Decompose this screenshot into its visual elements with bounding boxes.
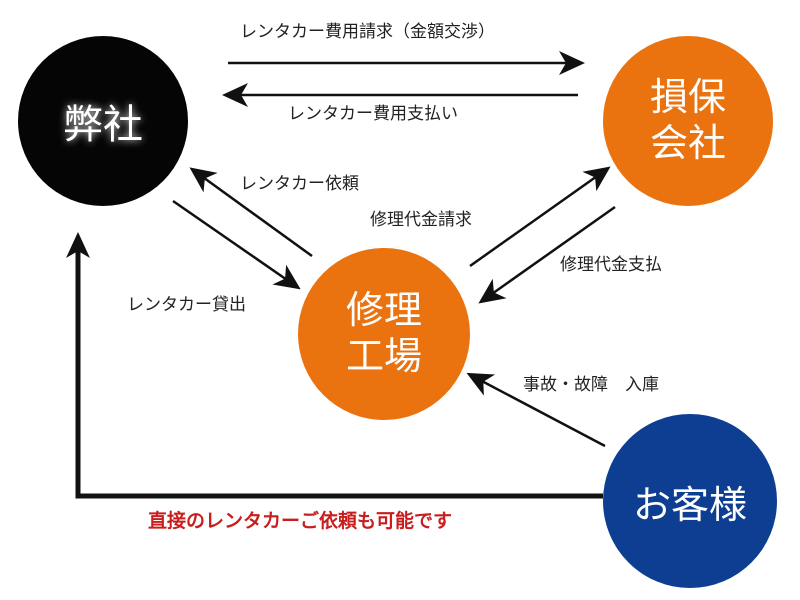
insurance-node: 損保 会社 (603, 36, 773, 206)
arrow-rental-request (189, 167, 313, 258)
company-node: 弊社 (18, 36, 188, 206)
arrow-accident-entry (466, 372, 606, 448)
company-label: 弊社 (63, 102, 143, 148)
arrow-repair-cost-request (469, 166, 611, 268)
label-rental-loan: レンタカー貸出 (127, 295, 246, 315)
factory-label: 修理 工場 (345, 288, 422, 378)
customer-label: お客様 (632, 482, 747, 527)
label-rental-request: レンタカー依頼 (240, 174, 359, 194)
direct-request-note: 直接のレンタカーご依頼も可能です (148, 510, 453, 532)
arrow-direct-request (66, 232, 603, 499)
factory-node: 修理 工場 (298, 248, 470, 420)
label-accident-entry: 事故・故障 入庫 (523, 375, 659, 395)
arrow-rental-loan (172, 199, 301, 290)
label-rental-fee-payment: レンタカー費用支払い (288, 104, 458, 124)
arrow-repair-cost-payment (478, 205, 616, 304)
label-rental-fee-request: レンタカー費用請求（金額交渉） (240, 22, 495, 42)
insurance-label: 損保 会社 (649, 75, 726, 165)
customer-node: お客様 (603, 414, 777, 588)
label-repair-cost-request: 修理代金請求 (370, 210, 472, 230)
label-repair-cost-payment: 修理代金支払 (560, 255, 662, 275)
